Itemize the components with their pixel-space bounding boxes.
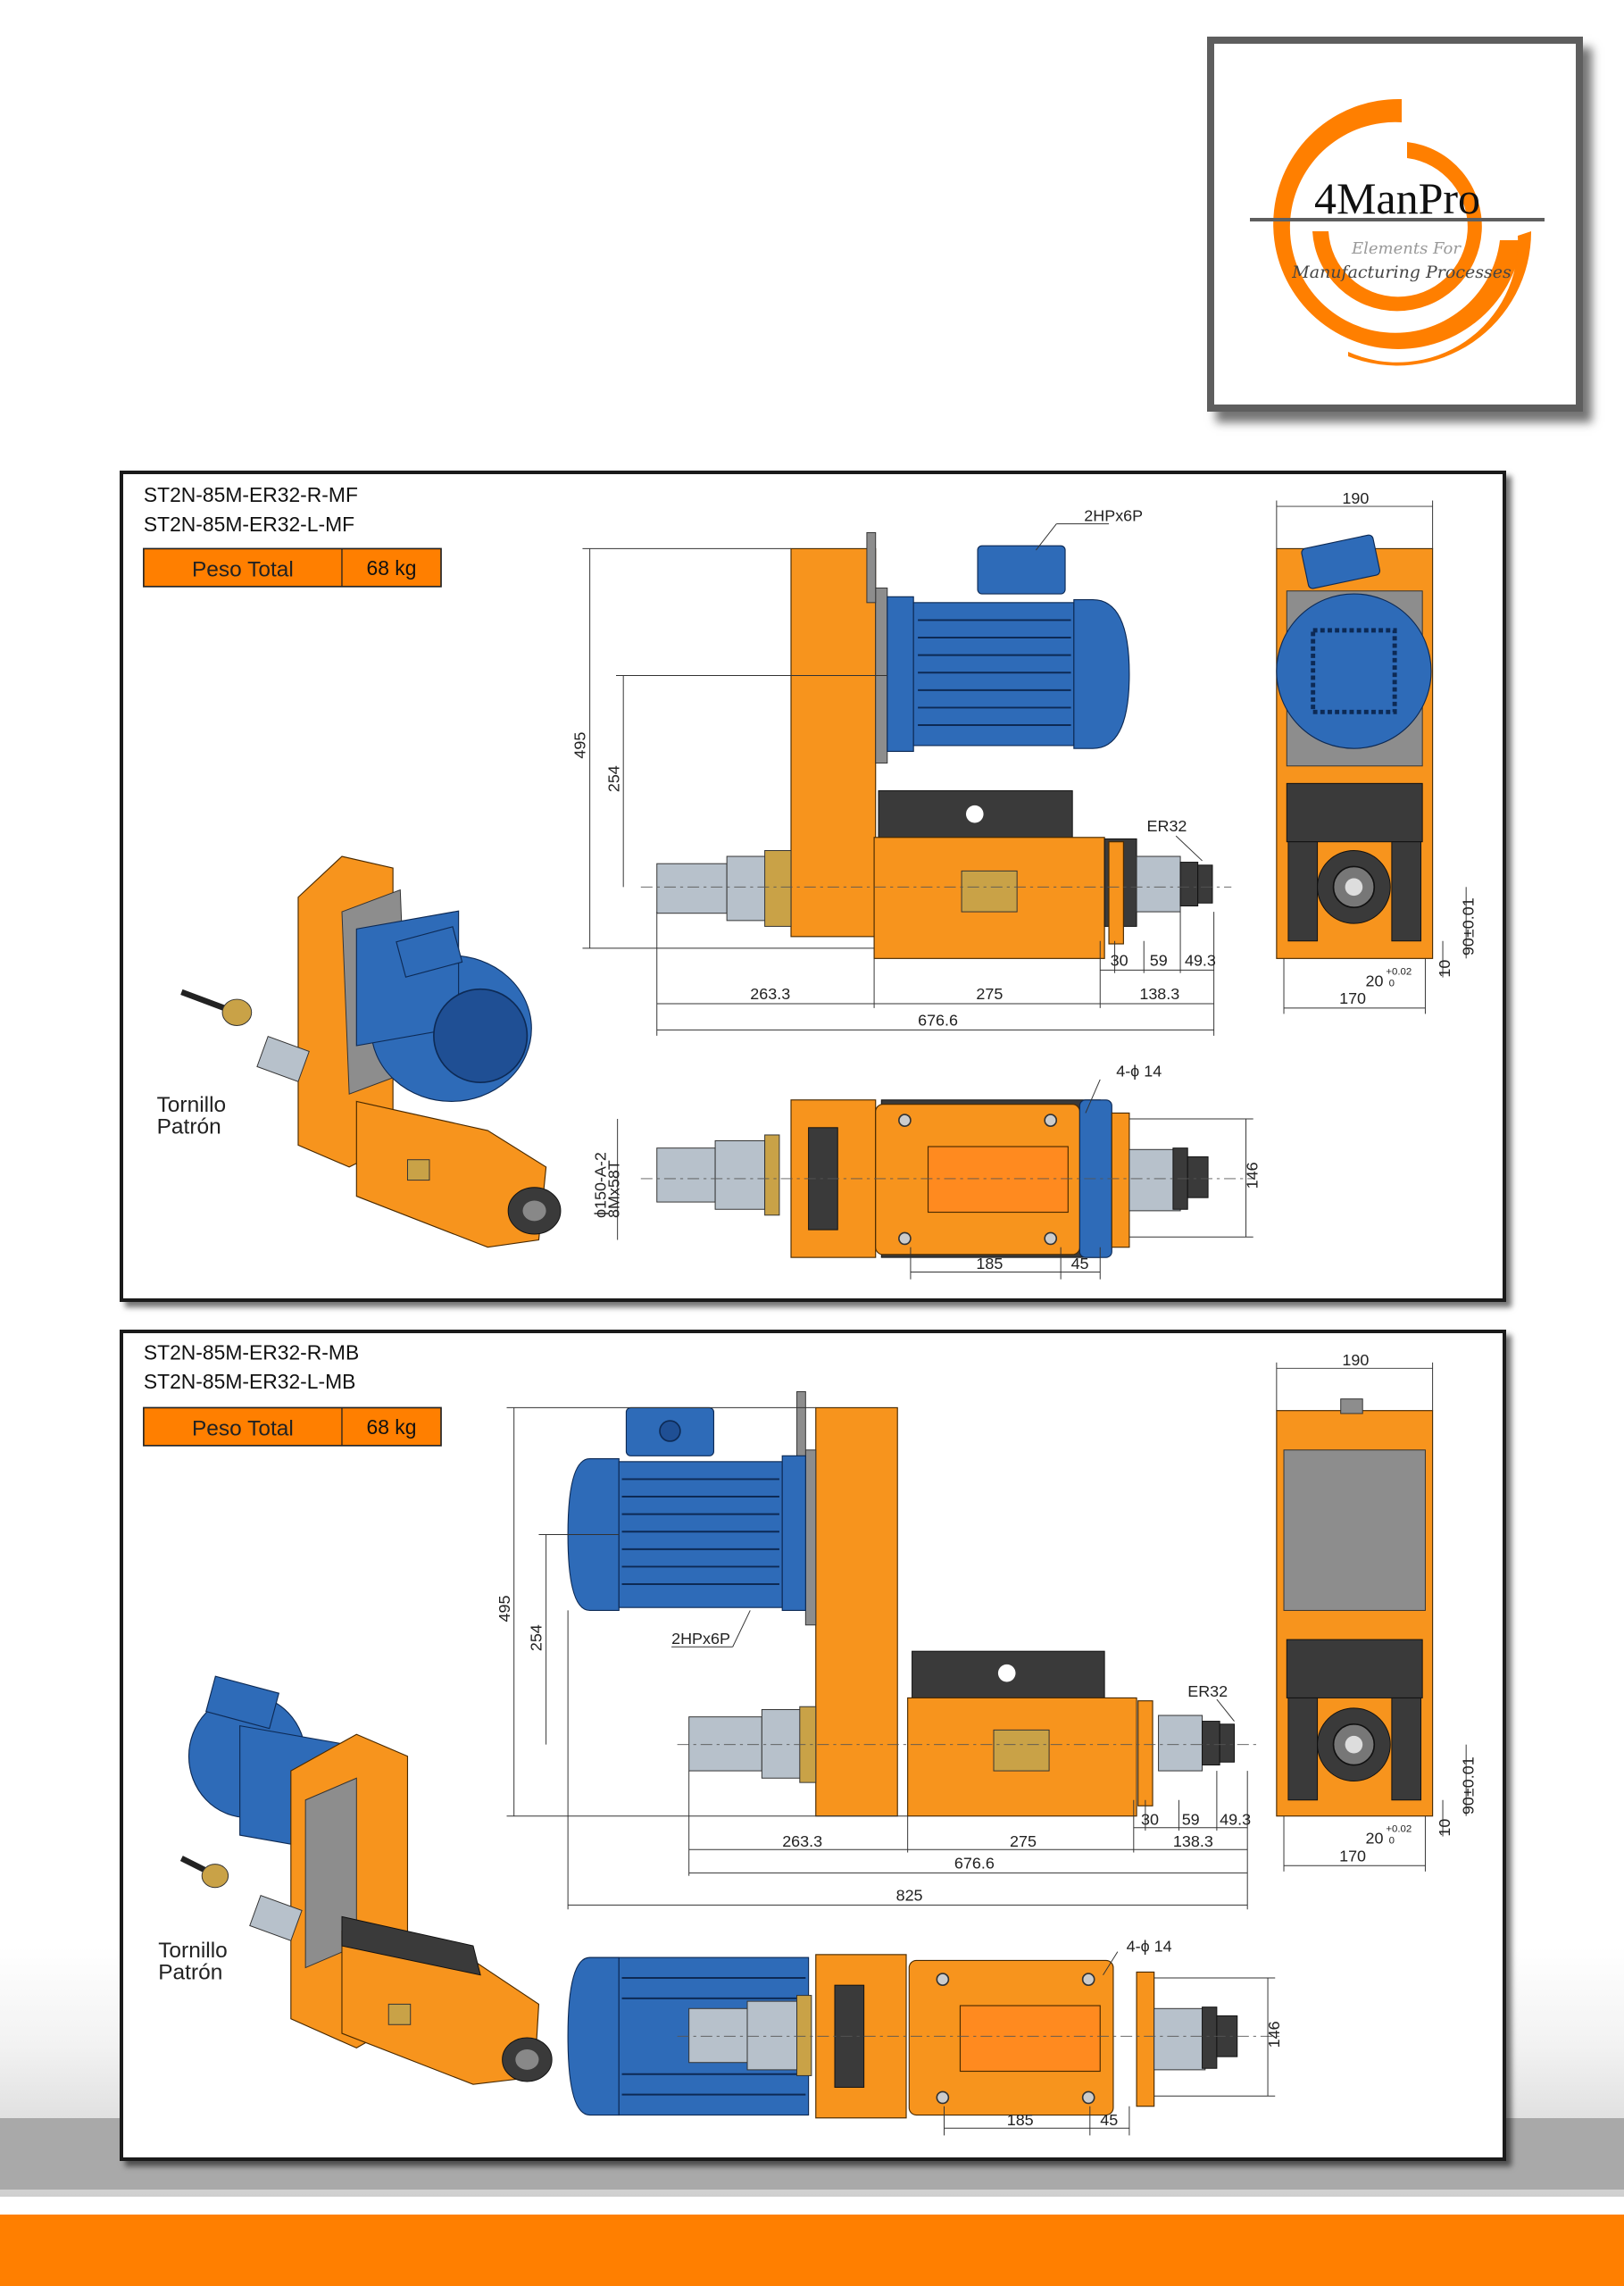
motor-label: 2HPx6P (671, 1630, 730, 1648)
front-view-drawing: 190 170 90±0.01 10 20 +0.02 0 (1276, 489, 1477, 1014)
dim-275: 275 (1010, 1832, 1037, 1850)
dim-height-axis: 254 (604, 765, 622, 792)
dim-90: 90±0.01 (1459, 897, 1477, 955)
dim-slot-tol-up: +0.02 (1386, 1824, 1412, 1835)
dim-275: 275 (976, 985, 1003, 1003)
motor-label: 2HPx6P (1084, 506, 1143, 524)
logo-ring-outer (1273, 98, 1522, 349)
dim-263-3: 263.3 (782, 1832, 822, 1850)
dim-45: 45 (1071, 1255, 1089, 1272)
weight-table: Peso Total 68 kg (143, 1406, 442, 1447)
dim-90: 90±0.01 (1459, 1756, 1477, 1815)
dim-slot: 20 (1365, 1830, 1383, 1848)
dim-190: 190 (1342, 489, 1369, 507)
dim-146: 146 (1265, 2021, 1283, 2048)
dim-59: 59 (1150, 952, 1168, 970)
weight-label: Peso Total (192, 557, 294, 581)
dim-slot: 20 (1365, 972, 1383, 989)
collet-label: ER32 (1147, 817, 1187, 835)
dim-height-axis: 254 (528, 1624, 545, 1651)
dim-49-3: 49.3 (1220, 1811, 1251, 1829)
dim-146: 146 (1244, 1162, 1262, 1189)
dim-676-6: 676.6 (954, 1855, 995, 1873)
model-name: ST2N-85M-ER32-L-MF (144, 513, 354, 536)
dim-slot-tol-up: +0.02 (1386, 966, 1412, 977)
dim-185: 185 (1007, 2111, 1034, 2129)
dim-170: 170 (1339, 989, 1366, 1007)
dim-185: 185 (976, 1255, 1003, 1272)
dim-30: 30 (1111, 952, 1128, 970)
dim-49-3: 49.3 (1185, 952, 1216, 970)
footer-orange-band (0, 2215, 1624, 2286)
front-view-drawing: 190 170 90±0.01 10 20 +0.02 0 (1276, 1351, 1477, 1872)
weight-value: 68 kg (367, 556, 417, 580)
dim-45: 45 (1100, 2111, 1118, 2129)
weight-label: Peso Total (192, 1416, 294, 1440)
screw-label: Patrón (157, 1114, 221, 1139)
weight-table: Peso Total 68 kg (143, 547, 442, 588)
dim-height-total: 495 (496, 1596, 513, 1623)
isometric-view: Tornillo Patrón (158, 1675, 553, 2085)
screw-label: Tornillo (158, 1939, 228, 1963)
logo-tagline-1: Elements For (1351, 239, 1462, 258)
logo-divider (1250, 218, 1545, 221)
screw-label: Tornillo (157, 1093, 227, 1117)
dim-170: 170 (1339, 1847, 1366, 1865)
dim-138-3: 138.3 (1173, 1832, 1213, 1850)
product-panel-mb: ST2N-85M-ER32-R-MB ST2N-85M-ER32-L-MB Pe… (120, 1330, 1506, 2161)
logo-ring-inner (1312, 142, 1482, 312)
screw-label: Patrón (158, 1961, 222, 1985)
product-panel-mf: ST2N-85M-ER32-R-MF ST2N-85M-ER32-L-MF Pe… (120, 471, 1506, 1302)
dim-676-6: 676.6 (918, 1011, 958, 1029)
dim-height-total: 495 (571, 732, 589, 759)
dim-59: 59 (1182, 1811, 1200, 1829)
collet-label: ER32 (1187, 1682, 1228, 1700)
dim-190: 190 (1342, 1351, 1369, 1369)
dim-holes: 4-ϕ 14 (1127, 1938, 1172, 1956)
dim-10: 10 (1436, 1819, 1453, 1837)
dim-pulley-2: 8Mx58T (604, 1160, 622, 1218)
dim-holes: 4-ϕ 14 (1116, 1063, 1162, 1080)
dim-138-3: 138.3 (1139, 985, 1179, 1003)
model-name: ST2N-85M-ER32-L-MB (144, 1370, 356, 1393)
model-name: ST2N-85M-ER32-R-MF (144, 483, 358, 506)
logo-tagline-2: Manufacturing Processes (1291, 263, 1512, 282)
dim-pulley-1: ϕ150-A-2 (592, 1152, 610, 1218)
company-logo: 4ManPro Elements For Manufacturing Proce… (1207, 37, 1583, 412)
side-view-drawing: 2HPx6P ER32 495 254 30 59 49.3 263.3 275… (496, 1390, 1261, 1910)
dim-30: 30 (1141, 1811, 1159, 1829)
dim-825: 825 (896, 1886, 923, 1904)
top-view-drawing: 4-ϕ 14 ϕ150-A-2 8Mx58T 146 185 45 (592, 1063, 1262, 1280)
dim-10: 10 (1436, 960, 1453, 978)
dim-slot-tol-low: 0 (1389, 1836, 1395, 1847)
side-view-drawing: 2HPx6P ER32 495 254 30 59 49.3 263.3 275… (571, 506, 1232, 1036)
dim-slot-tol-low: 0 (1389, 978, 1395, 989)
logo-brand: 4ManPro (1314, 173, 1480, 223)
weight-value: 68 kg (367, 1415, 417, 1439)
top-view-drawing: 4-ϕ 14 146 185 45 (567, 1938, 1283, 2136)
isometric-view: Tornillo Patrón (157, 855, 562, 1248)
dim-263-3: 263.3 (750, 985, 790, 1003)
model-name: ST2N-85M-ER32-R-MB (144, 1341, 359, 1364)
